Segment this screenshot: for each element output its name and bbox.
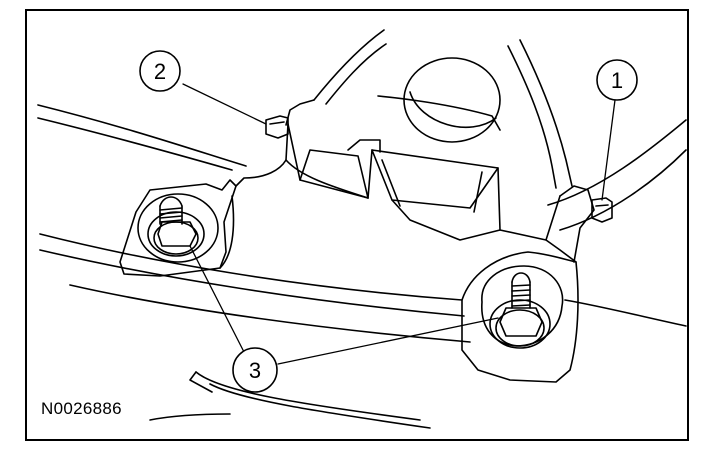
bolt-1 bbox=[591, 197, 613, 223]
callout-2: 2 bbox=[139, 50, 181, 92]
leader-line-2 bbox=[182, 83, 267, 125]
figure-border bbox=[25, 9, 689, 441]
left-stud-nut bbox=[147, 196, 205, 257]
upper-arm-bracket bbox=[235, 29, 595, 263]
leader-line-3a bbox=[189, 245, 245, 353]
frame-rail-lines bbox=[37, 104, 687, 429]
bracket-hole bbox=[403, 57, 501, 143]
left-mount-boss bbox=[119, 179, 237, 277]
leader-lines bbox=[182, 83, 616, 365]
callout-1: 1 bbox=[596, 59, 638, 101]
right-stud-nut bbox=[489, 272, 551, 349]
callout-circle bbox=[232, 347, 278, 393]
callout-circle bbox=[596, 59, 638, 101]
leader-line-1 bbox=[601, 99, 616, 201]
callout-label-3: 3 bbox=[249, 358, 261, 383]
right-mount-boss bbox=[461, 251, 579, 383]
leader-line-3b bbox=[277, 317, 499, 365]
callout-circle bbox=[139, 50, 181, 92]
callout-label-2: 2 bbox=[154, 59, 166, 84]
callout-label-1: 1 bbox=[611, 68, 623, 93]
bolt-2 bbox=[265, 115, 289, 139]
callout-3: 3 bbox=[232, 347, 278, 393]
figure-reference-code: N0026886 bbox=[41, 399, 122, 418]
